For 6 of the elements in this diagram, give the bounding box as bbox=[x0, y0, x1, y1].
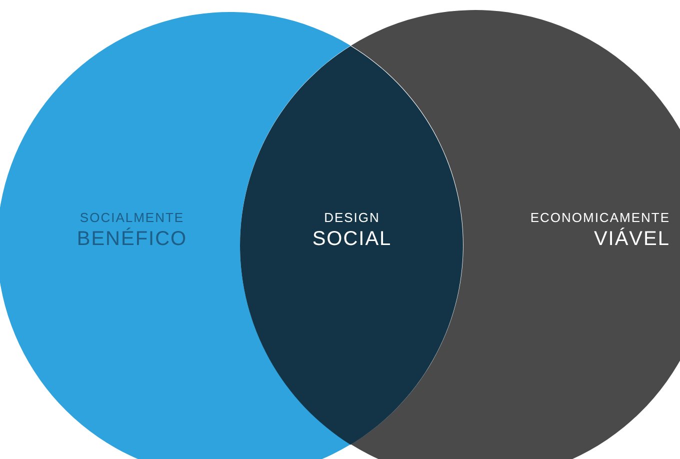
title-text: VIÁVEL bbox=[592, 228, 670, 251]
heading-text: DESIGN bbox=[323, 210, 381, 225]
title-text: BENÉFICO bbox=[76, 228, 188, 251]
heading-text: SOCIALMENTE bbox=[78, 210, 186, 225]
heading-text: ECONOMICAMENTE bbox=[529, 210, 670, 225]
title-text: SOCIAL bbox=[311, 228, 393, 251]
